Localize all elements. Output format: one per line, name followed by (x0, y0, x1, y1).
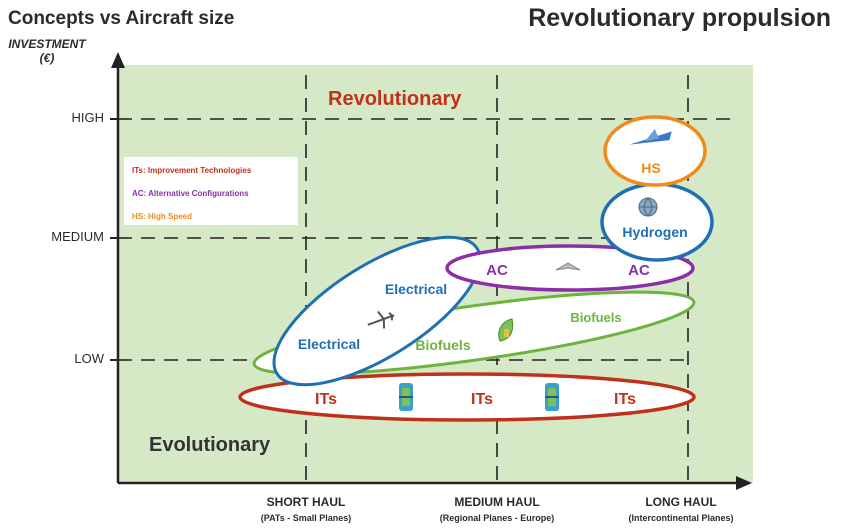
hs-ellipse (603, 115, 707, 187)
electrical-label-2: Electrical (385, 281, 447, 297)
x-tick-sub: (Intercontinental Planes) (628, 513, 734, 523)
x-tick-sub: (Regional Planes - Europe) (439, 513, 555, 523)
x-tick-medium-haul: MEDIUM HAUL (Regional Planes - Europe) (397, 494, 597, 526)
electrical-ellipse (272, 235, 482, 387)
y-tick-low: LOW (74, 351, 104, 366)
biofuel-leaf-icon (498, 318, 514, 342)
x-tick-short-haul: SHORT HAUL (PATs - Small Planes) (206, 494, 406, 526)
chart-title: Concepts vs Aircraft size (8, 8, 235, 29)
x-axis-arrow (736, 476, 752, 490)
y-tick-high: HIGH (71, 110, 105, 125)
ac-label-2: AC (628, 262, 650, 279)
its-ellipse (238, 372, 696, 422)
engine-icon (399, 383, 413, 411)
y-axis-arrow (111, 52, 125, 68)
engine-icon (545, 383, 559, 411)
hydrogen-ellipse (600, 182, 714, 262)
hs-label: HS (641, 160, 660, 176)
zone-label-evolutionary: Evolutionary (149, 434, 271, 456)
y-axis-label: INVESTMENT (€) (8, 37, 86, 65)
y-tick-medium: MEDIUM (51, 229, 104, 244)
biofuels-label-1: Biofuels (415, 337, 470, 353)
electrical-label-1: Electrical (298, 336, 360, 352)
legend: ITs: Improvement Technologies AC: Altern… (124, 157, 298, 225)
hydrogen-label: Hydrogen (622, 224, 687, 240)
ac-label-1: AC (486, 262, 508, 279)
its-label-2: ITs (471, 391, 493, 408)
legend-item-its: ITs: Improvement Technologies (132, 166, 252, 175)
x-tick-long-haul: LONG HAUL (Intercontinental Planes) (581, 494, 781, 526)
zone-label-revolutionary: Revolutionary (328, 88, 462, 110)
its-label-1: ITs (315, 391, 337, 408)
x-tick-label: LONG HAUL (645, 495, 717, 509)
blended-wing-icon (555, 262, 581, 271)
biofuels-label-2: Biofuels (570, 310, 621, 325)
x-tick-label: SHORT HAUL (266, 495, 346, 509)
its-label-3: ITs (614, 391, 636, 408)
globe-icon (638, 197, 658, 217)
x-tick-label: MEDIUM HAUL (454, 495, 540, 509)
legend-item-hs: HS: High Speed (132, 212, 193, 221)
legend-item-ac: AC: Alternative Configurations (132, 189, 249, 198)
slide-title: Revolutionary propulsion (528, 4, 831, 32)
airplane-icon (367, 310, 395, 329)
x-tick-sub: (PATs - Small Planes) (260, 513, 352, 523)
axes (116, 62, 740, 485)
y-axis-label-line2: (€) (39, 51, 55, 65)
y-axis-label-line1: INVESTMENT (8, 37, 86, 51)
